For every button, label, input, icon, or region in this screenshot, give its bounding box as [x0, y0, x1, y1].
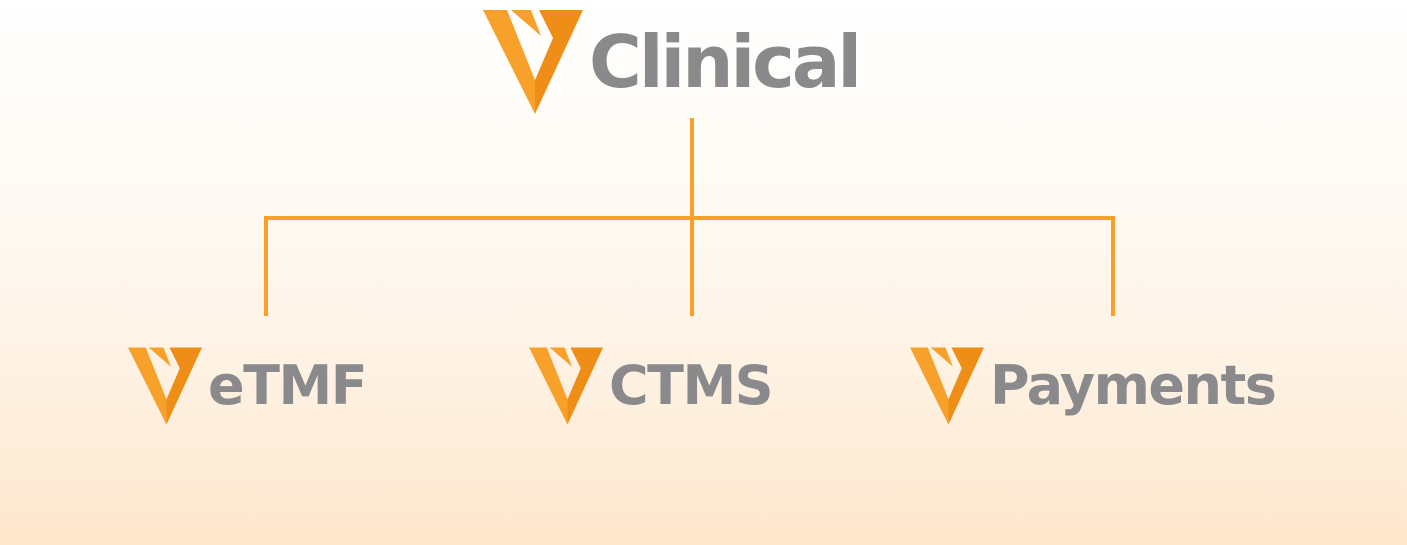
- veeva-v-logo-icon: [529, 347, 603, 425]
- root-node-label: Clinical: [589, 20, 862, 104]
- child-node-etmf: eTMF: [128, 347, 368, 425]
- child-node-payments: Payments: [910, 347, 1277, 425]
- root-node-clinical: Clinical: [483, 10, 862, 114]
- child-node-label: eTMF: [208, 354, 368, 417]
- veeva-v-logo-icon: [483, 10, 583, 114]
- child-node-label: Payments: [990, 354, 1277, 417]
- veeva-v-logo-icon: [910, 347, 984, 425]
- child-node-label: CTMS: [609, 354, 774, 417]
- child-node-ctms: CTMS: [529, 347, 774, 425]
- veeva-v-logo-icon: [128, 347, 202, 425]
